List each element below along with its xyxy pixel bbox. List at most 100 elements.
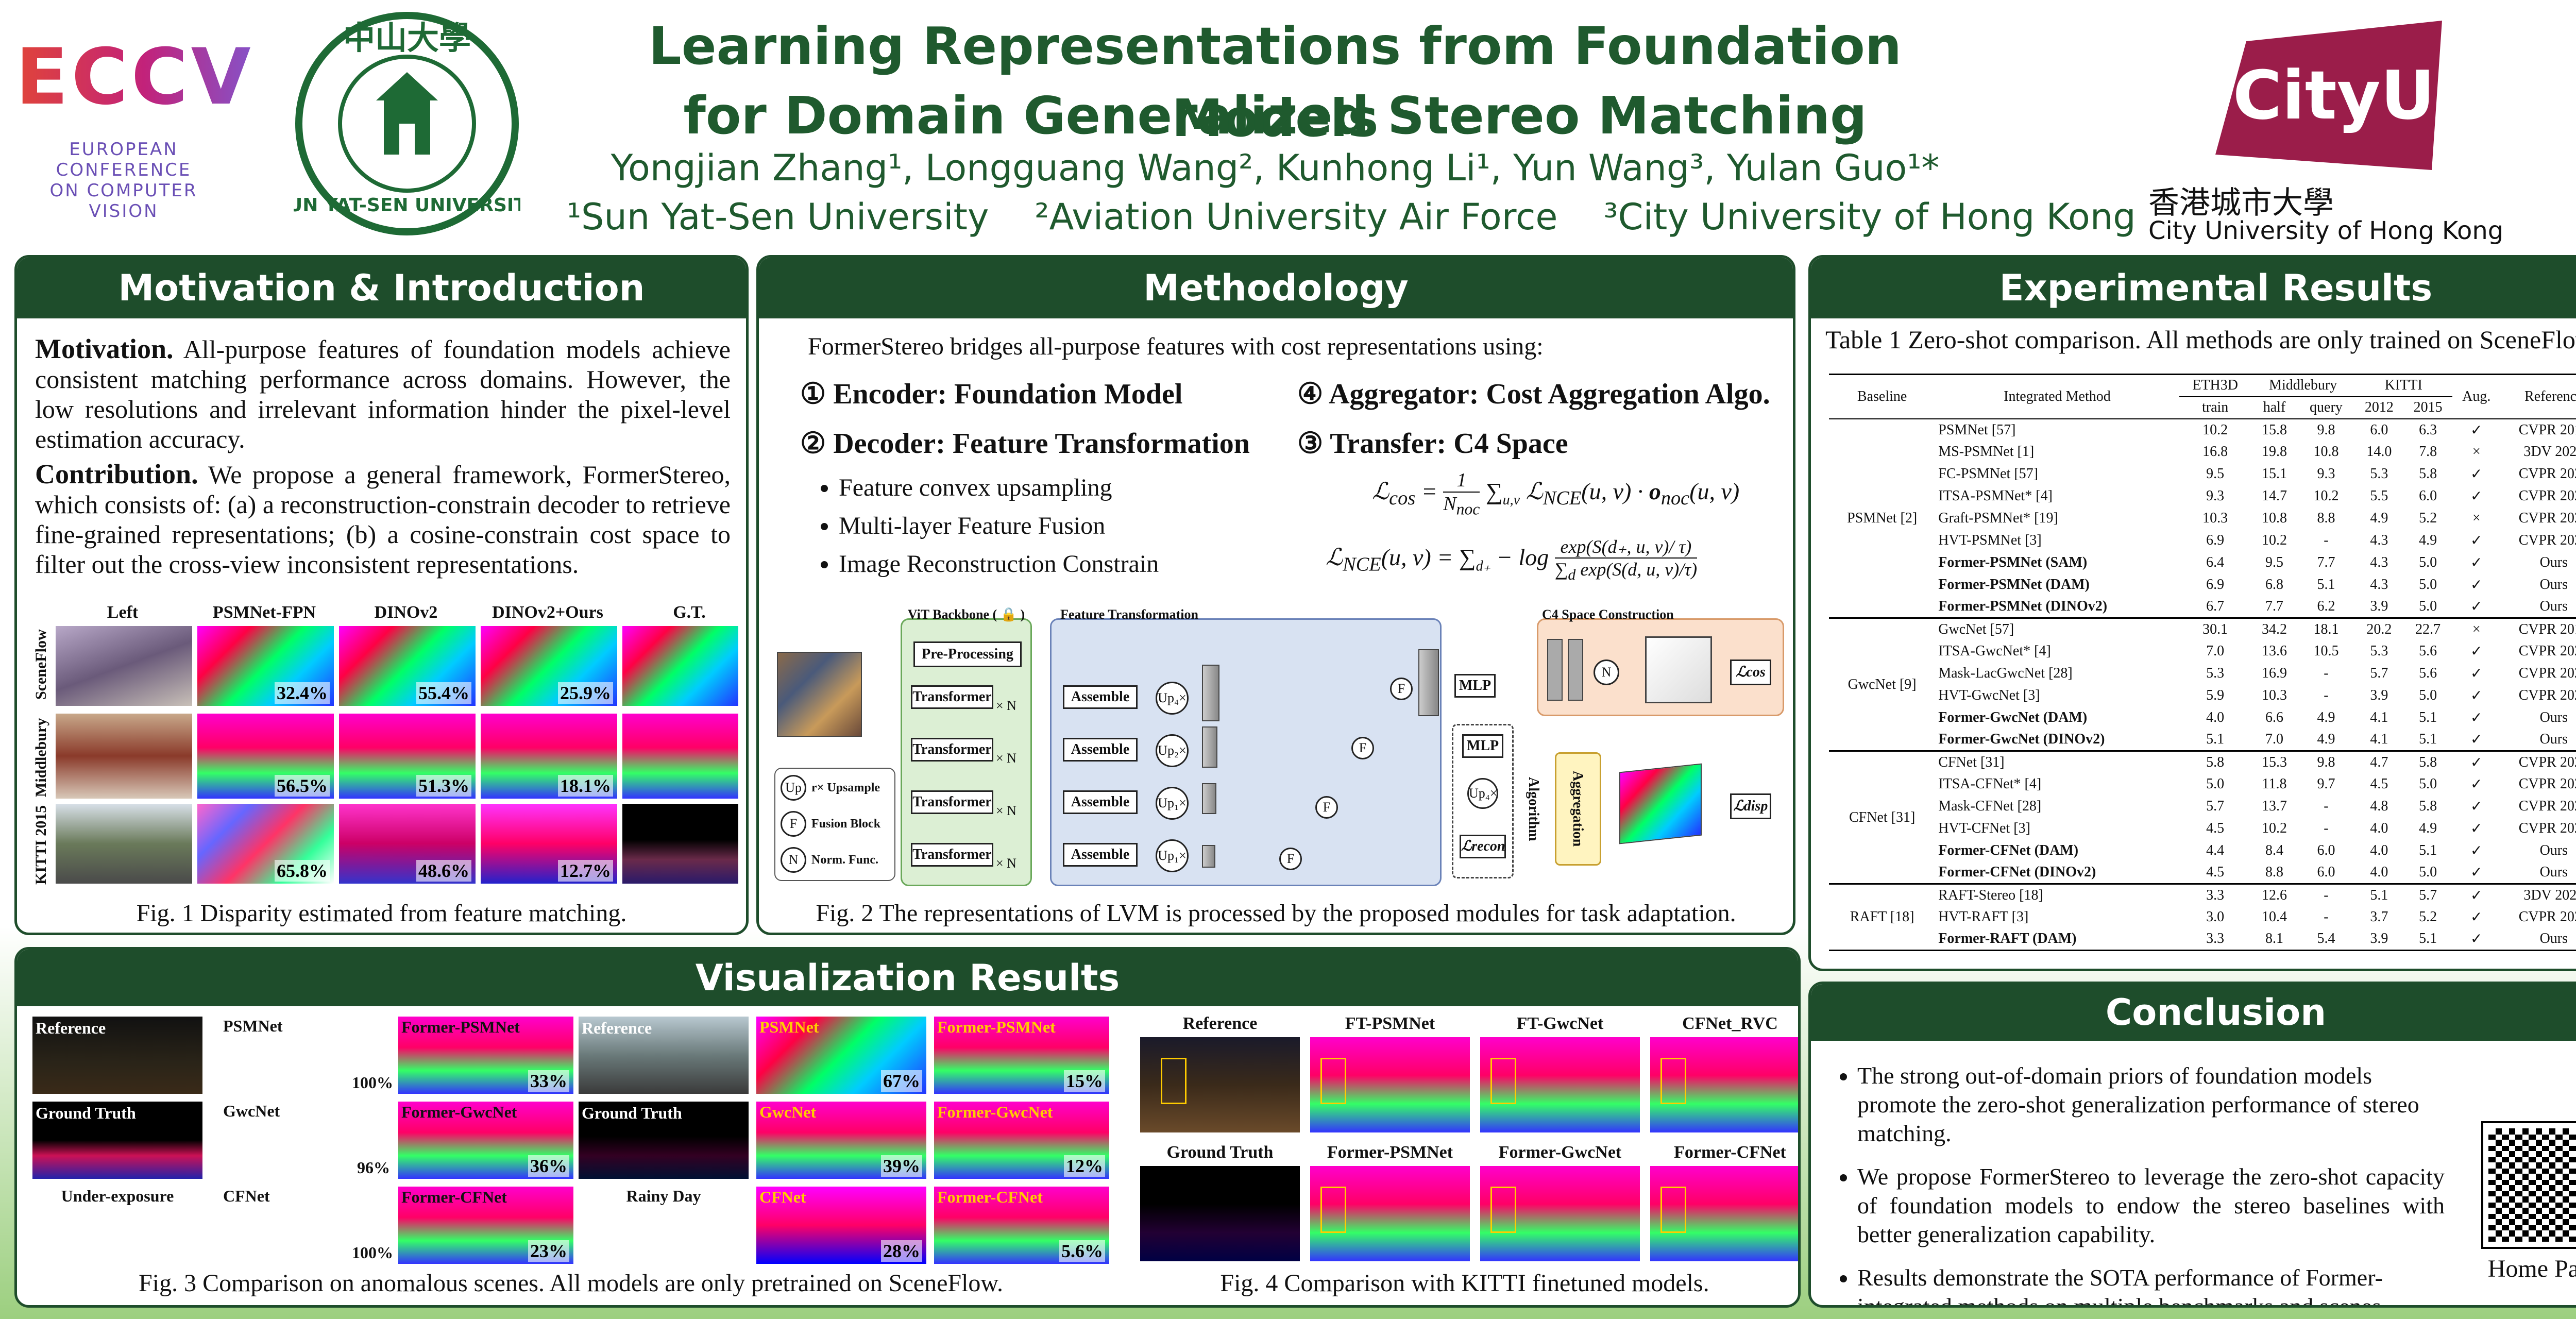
value-cell: 9.7 bbox=[2317, 776, 2335, 792]
table-row: ITSA-CFNet* [4]5.011.89.74.55.0✓CVPR 202… bbox=[1829, 773, 2576, 796]
value-cell: 4.5 bbox=[2370, 776, 2388, 792]
fig3-method-pct: 96% bbox=[357, 1158, 390, 1177]
value-cell: ✓ bbox=[2470, 422, 2483, 438]
value-cell: Ours bbox=[2539, 842, 2568, 858]
method-cell: Former-GwcNet (DAM) bbox=[1938, 709, 2088, 725]
value-cell: CVPR 2023 bbox=[2518, 687, 2576, 703]
value-cell: CVPR 2022 bbox=[2518, 488, 2576, 504]
fusion-symbol: F bbox=[781, 811, 806, 837]
col-header-middlebury: Middlebury bbox=[2251, 374, 2355, 397]
fig3-label: Reference bbox=[582, 1019, 652, 1037]
assemble-box: Assemble bbox=[1063, 843, 1138, 867]
value-cell: ✓ bbox=[2470, 555, 2483, 571]
value-cell: 5.8 bbox=[2206, 754, 2225, 770]
value-cell: 5.2 bbox=[2419, 510, 2437, 526]
highlight-box bbox=[1660, 1058, 1686, 1104]
repeat-n-label: × N bbox=[996, 751, 1016, 766]
sub-col-header: 2012 bbox=[2364, 399, 2394, 415]
value-cell: ✓ bbox=[2470, 577, 2483, 593]
value-cell: 5.8 bbox=[2419, 798, 2437, 814]
value-cell: 4.8 bbox=[2370, 798, 2388, 814]
value-cell: CVPR 2023 bbox=[2518, 820, 2576, 836]
value-cell: 4.9 bbox=[2419, 820, 2437, 836]
sub-col-header: train bbox=[2201, 399, 2229, 415]
fig3-method-pct: 100% bbox=[352, 1073, 393, 1092]
eccv-sub-line: CONFERENCE bbox=[56, 160, 192, 180]
table-row: HVT-PSMNet [3]6.910.2-4.34.9✓CVPR 2023 bbox=[1829, 530, 2576, 552]
value-cell: 5.6 bbox=[2419, 665, 2437, 681]
value-cell: 9.3 bbox=[2317, 466, 2335, 482]
feature-map bbox=[1202, 665, 1219, 721]
c4-feature bbox=[1547, 639, 1563, 701]
value-cell: 6.3 bbox=[2419, 421, 2437, 438]
value-cell: 5.2 bbox=[2419, 909, 2437, 925]
fig4-header: FT-PSMNet bbox=[1345, 1014, 1435, 1033]
fig3-label: Ground Truth bbox=[582, 1104, 682, 1122]
input-image-stack bbox=[777, 652, 862, 737]
fig3-left-scene: Reference Ground Truth Under-exposure PS… bbox=[32, 1017, 599, 1264]
value-cell: 15.3 bbox=[2262, 754, 2287, 770]
value-cell: - bbox=[2324, 665, 2329, 681]
aggregation-algorithm-box: Aggregation Algorithm bbox=[1526, 752, 1601, 866]
fig3-method-pct: 39% bbox=[881, 1155, 922, 1177]
value-cell: CVPR 2018 bbox=[2518, 421, 2576, 438]
value-cell: 3.9 bbox=[2370, 687, 2388, 703]
value-cell: 5.0 bbox=[2419, 577, 2437, 593]
value-cell: × bbox=[2472, 621, 2481, 637]
value-cell: 8.8 bbox=[2317, 510, 2335, 526]
value-cell: CVPR 2023 bbox=[2518, 798, 2576, 814]
value-cell: Ours bbox=[2539, 709, 2568, 725]
method-cell: Former-PSMNet (SAM) bbox=[1938, 554, 2088, 570]
value-cell: ✓ bbox=[2470, 488, 2483, 504]
fig4-header: Former-CFNet bbox=[1674, 1143, 1786, 1162]
value-cell: 6.6 bbox=[2265, 709, 2284, 725]
equation-lnce: ℒNCE(u, v) = ∑d₊ − log exp(S(d₊, u, v)/ … bbox=[1326, 536, 1698, 584]
fig1-image-gt bbox=[622, 626, 738, 706]
method-item-encoder: ① Encoder: Foundation Model bbox=[800, 378, 1183, 410]
table-row: FC-PSMNet [57]9.515.19.35.35.8✓CVPR 2022 bbox=[1829, 463, 2576, 485]
methodology-intro: FormerStereo bridges all-purpose feature… bbox=[808, 333, 1544, 360]
svg-text:SUN YAT-SEN UNIVERSITY: SUN YAT-SEN UNIVERSITY bbox=[294, 195, 520, 216]
qr-code[interactable] bbox=[2481, 1121, 2576, 1249]
value-cell: - bbox=[2324, 909, 2329, 925]
col-header-kitti: KITTI bbox=[2354, 374, 2452, 397]
value-cell: 4.0 bbox=[2370, 864, 2388, 881]
value-cell: 14.0 bbox=[2366, 444, 2392, 460]
value-cell: 4.1 bbox=[2370, 709, 2388, 725]
value-cell: 4.0 bbox=[2370, 842, 2388, 858]
svg-text:中山大學: 中山大學 bbox=[343, 19, 471, 57]
cityu-chinese-name: 香港城市大學 bbox=[2148, 185, 2334, 221]
value-cell: 30.1 bbox=[2202, 621, 2228, 637]
value-cell: Ours bbox=[2539, 577, 2568, 593]
value-cell: 5.1 bbox=[2419, 931, 2437, 947]
value-cell: 5.6 bbox=[2419, 643, 2437, 659]
fig3-method-label: GwcNet bbox=[223, 1102, 280, 1120]
conclusion-bullet: We propose FormerStereo to leverage the … bbox=[1857, 1162, 2445, 1249]
eccv-logo: ECCV bbox=[15, 36, 273, 124]
method-cell: HVT-CFNet [3] bbox=[1938, 820, 2030, 836]
method-cell: RAFT-Stereo [18] bbox=[1938, 887, 2043, 903]
fig1-image: 65.8% bbox=[197, 804, 334, 884]
value-cell: 5.3 bbox=[2370, 466, 2388, 482]
value-cell: ✓ bbox=[2470, 599, 2483, 615]
figure-3-caption: Fig. 3 Comparison on anomalous scenes. A… bbox=[139, 1270, 1003, 1297]
loss-cos: ℒcos bbox=[1730, 660, 1771, 685]
value-cell: 5.1 bbox=[2317, 577, 2335, 593]
method-cell: HVT-RAFT [3] bbox=[1938, 909, 2029, 925]
method-cell: FC-PSMNet [57] bbox=[1938, 466, 2038, 482]
method-cell: Mask-CFNet [28] bbox=[1938, 798, 2042, 814]
col-header-eth3d: ETH3D bbox=[2179, 374, 2251, 397]
value-cell: 10.8 bbox=[2262, 510, 2287, 526]
value-cell: CVPR 2022 bbox=[2518, 510, 2576, 526]
fig1-image: 12.7% bbox=[481, 804, 617, 884]
conclusion-heading: Conclusion bbox=[1811, 984, 2576, 1041]
motivation-panel: Motivation & Introduction Motivation. Al… bbox=[14, 255, 749, 935]
fig1-col-header: DINOv2 bbox=[374, 603, 438, 622]
cost-volume-cube bbox=[1645, 636, 1712, 703]
